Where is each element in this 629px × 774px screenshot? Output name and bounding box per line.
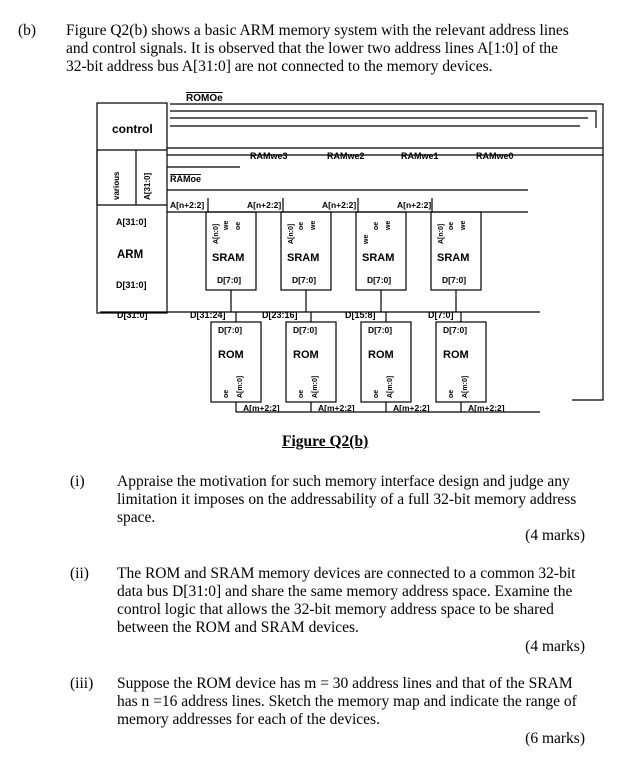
arm-addr-label: A[31:0] <box>116 217 147 227</box>
sram-name: SRAM <box>287 252 319 264</box>
memory-system-diagram: ROMOe control various A[31:0] RAMoe RAMw… <box>96 93 604 413</box>
question-line: between the ROM and SRAM devices. <box>117 619 359 636</box>
sram-pin-label: oe <box>448 222 455 230</box>
part-label: (b) <box>18 22 37 39</box>
sram-addr-label: A[n+2:2] <box>322 200 356 210</box>
rom-addr-label: A[m+2:2] <box>318 403 355 413</box>
rom-name: ROM <box>443 349 469 361</box>
rom-pin-label: A[m:0] <box>237 376 244 398</box>
sram-data-label: D[7:0] <box>292 275 316 285</box>
intro-line: 32-bit address bus A[31:0] are not conne… <box>66 58 493 75</box>
sram-pin-label: oe <box>373 222 380 230</box>
arm-data-label: D[31:0] <box>116 280 147 290</box>
question-line: control logic that allows the 32-bit mem… <box>117 601 554 618</box>
rom-name: ROM <box>293 349 319 361</box>
rom-pin-label: A[m:0] <box>387 376 394 398</box>
question-line: Suppose the ROM device has m = 30 addres… <box>117 675 573 692</box>
question-marks: (4 marks) <box>525 638 585 655</box>
ramoe-label: RAMoe <box>170 174 201 184</box>
question-text: Appraise the motivation for such memory … <box>117 473 597 527</box>
rom-addr-label: A[m+2:2] <box>468 403 505 413</box>
sram-pin-label: we <box>460 221 467 231</box>
question-line: space. <box>117 509 156 526</box>
sram-addr-label: A[n+2:2] <box>170 200 204 210</box>
question-line: The ROM and SRAM memory devices are conn… <box>117 565 576 582</box>
ramwe1-label: RAMwe1 <box>401 151 439 161</box>
sram-pin-label: we <box>385 221 392 231</box>
question-text: The ROM and SRAM memory devices are conn… <box>117 565 597 637</box>
rom-bus-label: D[7:0] <box>428 310 454 320</box>
question-line: data bus D[31:0] and share the same memo… <box>117 583 573 600</box>
question-line: has n =16 address lines. Sketch the memo… <box>117 693 577 710</box>
question-number: (ii) <box>70 565 89 582</box>
sram-pin-label: A[n:0] <box>288 224 295 244</box>
intro-line: Figure Q2(b) shows a basic ARM memory sy… <box>66 22 569 39</box>
rom-data-label: D[7:0] <box>443 325 467 335</box>
ramwe2-label: RAMwe2 <box>327 151 365 161</box>
question-line: limitation it imposes on the addressabil… <box>117 491 577 508</box>
question-number: (i) <box>70 473 85 490</box>
sram-pin-label: we <box>310 221 317 231</box>
figure-caption: Figure Q2(b) <box>282 433 369 450</box>
rom-addr-label: A[m+2:2] <box>393 403 430 413</box>
sram-name: SRAM <box>437 252 469 264</box>
sram-data-label: D[7:0] <box>217 275 241 285</box>
sram-pin-label: A[n:0] <box>213 224 220 244</box>
rom-name: ROM <box>368 349 394 361</box>
rom-bus-label: D[23:16] <box>262 310 298 320</box>
sram-pin-label: we <box>223 221 230 231</box>
data-bus-label: D[31:0] <box>117 310 148 320</box>
rom-pin-label: A[m:0] <box>312 376 319 398</box>
question-line: memory addresses for each of the devices… <box>117 711 380 728</box>
sram-name: SRAM <box>212 252 244 264</box>
question-marks: (4 marks) <box>525 527 585 544</box>
rom-pin-label: oe <box>298 390 305 398</box>
rom-addr-label: A[m+2:2] <box>243 403 280 413</box>
ramwe3-label: RAMwe3 <box>250 151 288 161</box>
question-number: (iii) <box>70 675 94 692</box>
intro-paragraph: Figure Q2(b) shows a basic ARM memory sy… <box>66 22 606 76</box>
intro-line: and control signals. It is observed that… <box>66 40 559 57</box>
rom-data-label: D[7:0] <box>293 325 317 335</box>
rom-bus-label: D[31:24] <box>190 310 226 320</box>
ramwe0-label: RAMwe0 <box>476 151 514 161</box>
arm-name: ARM <box>117 249 143 261</box>
romoe-label: ROMOe <box>186 93 223 104</box>
control-label: control <box>112 122 153 136</box>
sram-data-label: D[7:0] <box>367 275 391 285</box>
rom-pin-label: oe <box>223 390 230 398</box>
question-text: Suppose the ROM device has m = 30 addres… <box>117 675 597 729</box>
question-line: Appraise the motivation for such memory … <box>117 473 570 490</box>
arm-addr-vertical-label: A[31:0] <box>143 173 152 200</box>
rom-pin-label: A[m:0] <box>462 376 469 398</box>
rom-pin-label: oe <box>373 390 380 398</box>
sram-name: SRAM <box>362 252 394 264</box>
rom-data-label: D[7:0] <box>218 325 242 335</box>
sram-addr-label: A[n+2:2] <box>397 200 431 210</box>
sram-pin-label: oe <box>298 222 305 230</box>
sram-pin-label: A[n:0] <box>438 224 445 244</box>
rom-data-label: D[7:0] <box>368 325 392 335</box>
sram-addr-label: A[n+2:2] <box>247 200 281 210</box>
rom-name: ROM <box>218 349 244 361</box>
sram-pin-label: oe <box>235 222 242 230</box>
sram-pin-label: we <box>363 235 370 245</box>
rom-pin-label: oe <box>448 390 455 398</box>
rom-bus-label: D[15:8] <box>345 310 376 320</box>
question-marks: (6 marks) <box>525 730 585 747</box>
sram-data-label: D[7:0] <box>442 275 466 285</box>
various-label: various <box>112 171 121 200</box>
